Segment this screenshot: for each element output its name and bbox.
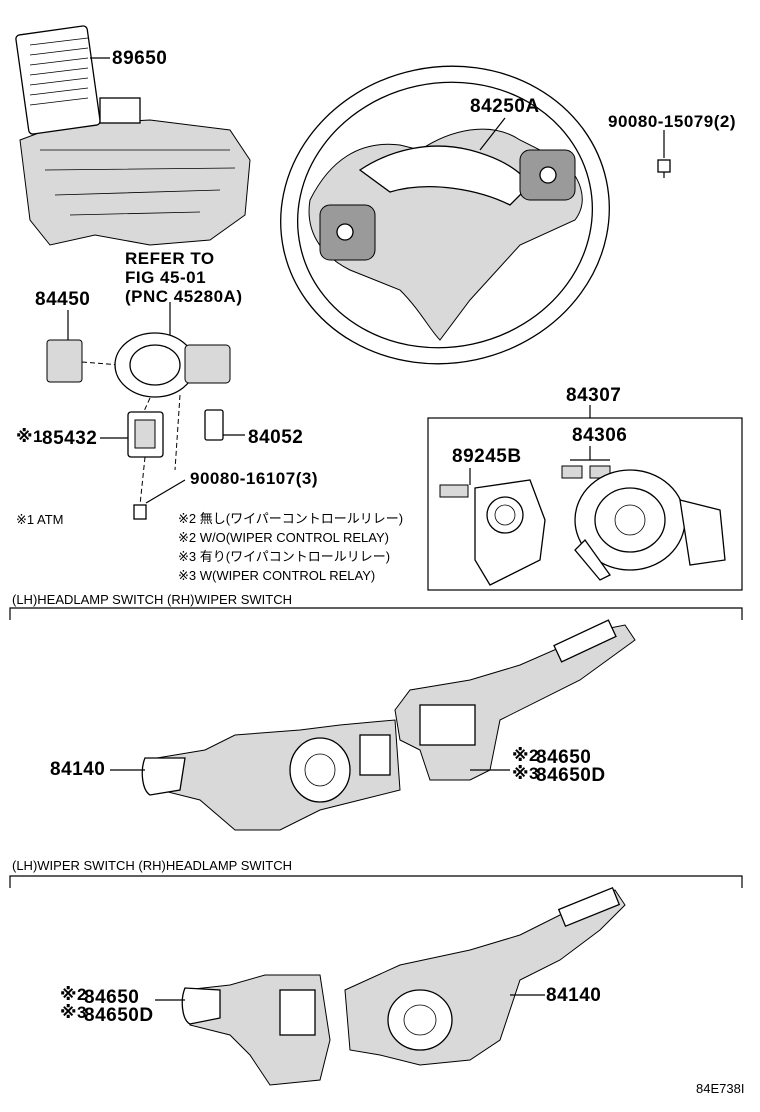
headlamp-switch-icon — [141, 719, 401, 831]
part-84140-bottom: 84140 — [546, 985, 601, 1006]
part-85432: 85432 — [42, 428, 97, 449]
part-90080-16107: 90080-16107(3) — [190, 469, 318, 488]
wiper-switch-icon-2 — [181, 974, 331, 1086]
part-89245B: 89245B — [452, 446, 522, 467]
steering-sensor-icon — [439, 479, 546, 586]
part-84650D-top: 84650D — [536, 765, 606, 786]
combination-switch-icon — [46, 332, 231, 471]
sensor-connector-icon — [127, 411, 164, 506]
part-84650-top: 84650 — [536, 747, 591, 768]
mark-2-top: ※2 — [512, 746, 539, 765]
mark-85432: ※1 — [16, 427, 43, 446]
part-84306: 84306 — [572, 425, 627, 446]
note-1: ※1 ATM — [16, 512, 64, 527]
refer-line-1: REFER TO — [125, 249, 215, 268]
part-84052: 84052 — [248, 427, 303, 448]
connector-icon — [204, 409, 224, 441]
note-2-jp: ※2 無し(ワイパーコントロールリレー) — [178, 511, 403, 526]
part-89650: 89650 — [112, 48, 167, 69]
note-2-en: ※2 W/O(WIPER CONTROL RELAY) — [178, 530, 389, 545]
note-3-en: ※3 W(WIPER CONTROL RELAY) — [178, 568, 375, 583]
section-1-label: (LH)HEADLAMP SWITCH (RH)WIPER SWITCH — [12, 592, 292, 607]
part-84650-bottom: 84650 — [84, 987, 139, 1008]
part-84140-top: 84140 — [50, 759, 105, 780]
bolt-icon — [657, 159, 671, 178]
refer-line-2: FIG 45-01 — [125, 268, 206, 287]
note-3-jp: ※3 有り(ワイパコントロールリレー) — [178, 549, 390, 564]
part-84450: 84450 — [35, 289, 90, 310]
part-84250A: 84250A — [470, 96, 540, 117]
spiral-cable-icon — [561, 465, 726, 581]
headlamp-switch-icon-2 — [344, 886, 626, 1066]
part-84650D-bottom: 84650D — [84, 1005, 154, 1026]
part-90080-15079: 90080-15079(2) — [608, 112, 736, 131]
mark-3-bottom: ※3 — [60, 1003, 87, 1022]
section-2-label: (LH)WIPER SWITCH (RH)HEADLAMP SWITCH — [12, 858, 292, 873]
refer-line-3: (PNC 45280A) — [125, 287, 243, 306]
screw-icon — [133, 504, 147, 520]
airbag-sensor-icon — [15, 25, 251, 246]
assembly-box — [427, 417, 743, 591]
steering-wheel-icon — [280, 65, 610, 365]
diagram-code: 84E738I — [696, 1081, 744, 1096]
mark-2-bottom: ※2 — [60, 985, 87, 1004]
wiper-switch-icon — [394, 619, 636, 781]
part-84307: 84307 — [566, 385, 621, 406]
mark-3-top: ※3 — [512, 764, 539, 783]
